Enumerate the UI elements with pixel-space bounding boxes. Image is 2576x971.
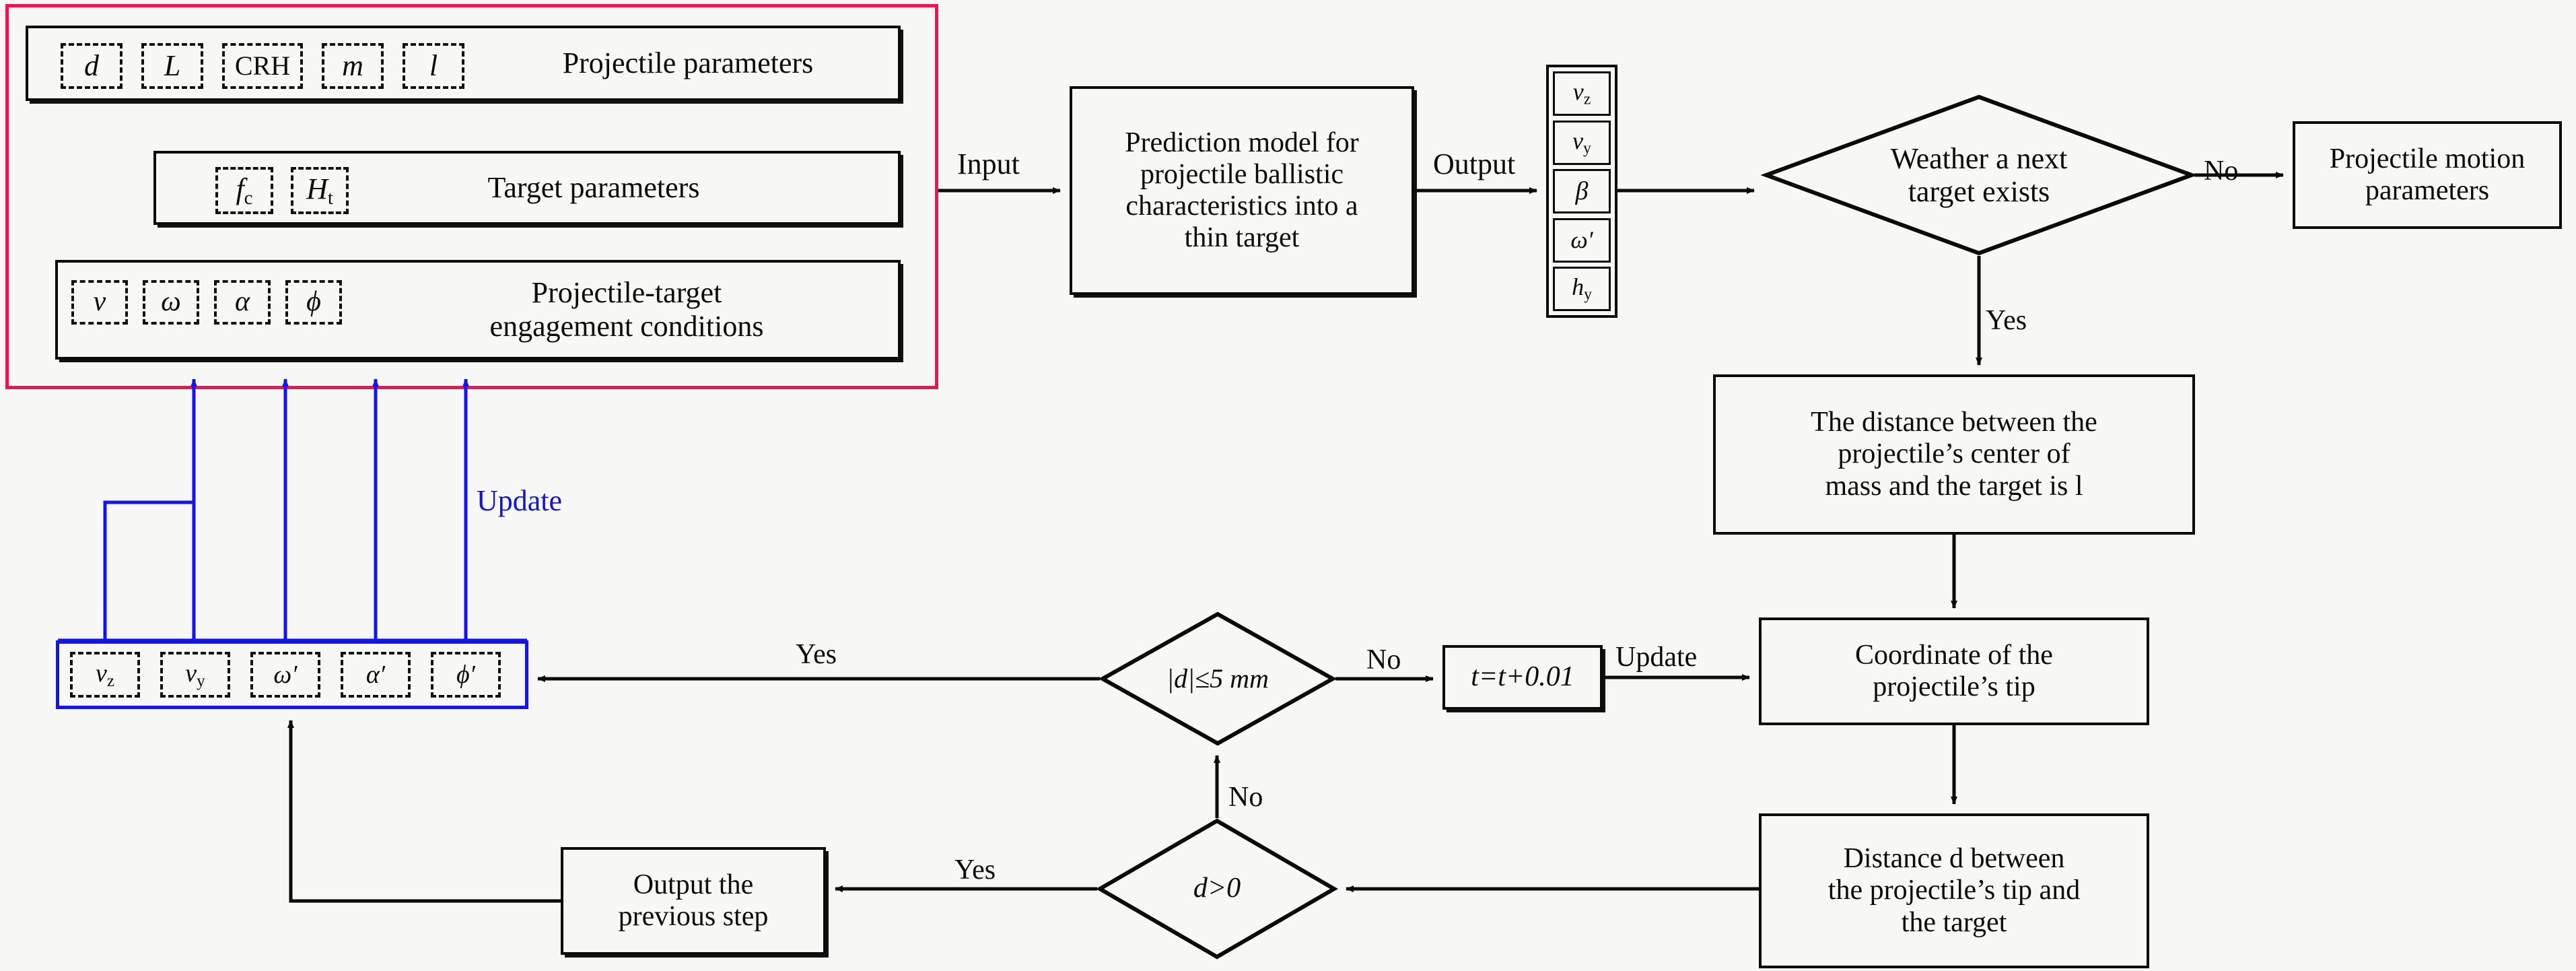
update-var-alpha-prime-label: α′	[365, 661, 386, 689]
output-prev-line1: Output the	[633, 869, 754, 900]
param-l-label: l	[429, 49, 438, 83]
edge-update-vz	[103, 500, 194, 640]
input-group-frame	[5, 4, 938, 389]
prediction-model-box: Prediction model for projectile ballisti…	[1070, 86, 1414, 295]
param-Ht: Ht	[291, 167, 349, 214]
param-l: l	[403, 43, 464, 89]
param-m-label: m	[342, 49, 363, 83]
output-var-vz-label: vz	[1572, 78, 1591, 109]
param-m: m	[322, 43, 384, 89]
output-var-beta-label: β	[1575, 176, 1589, 205]
param-d: d	[61, 43, 123, 89]
param-v-label: v	[93, 286, 106, 318]
engagement-conditions-box: v ω α ϕ Projectile-target engagement con…	[55, 260, 901, 360]
param-omega-label: ω	[161, 286, 181, 318]
param-d-label: d	[84, 49, 99, 83]
distance-center-mass-box: The distance between the projectile’s ce…	[1713, 374, 2195, 535]
decision-next-target: Weather a next target exists	[1760, 94, 2198, 256]
motion-params-line2: parameters	[2365, 175, 2490, 206]
output-previous-step-box: Output the previous step	[561, 847, 826, 955]
param-omega: ω	[143, 280, 199, 325]
update-var-alpha-prime: α′	[341, 652, 411, 698]
param-CRH-label: CRH	[234, 50, 291, 81]
decision-d-positive: d>0	[1096, 818, 1338, 960]
update-var-omega-prime: ω′	[250, 652, 320, 698]
distance-d-line3: the target	[1901, 906, 2007, 938]
updated-variables-frame	[56, 640, 528, 709]
param-alpha-label: α	[234, 286, 250, 318]
distance-d-box: Distance d between the projectile’s tip …	[1759, 813, 2149, 968]
coord-tip-line1: Coordinate of the	[1855, 639, 2053, 671]
projectile-parameters-label: Projectile parameters	[562, 46, 814, 80]
projectile-motion-parameters-box: Projectile motion parameters	[2293, 121, 2562, 229]
edge-output-prev-to-update-group	[287, 720, 561, 903]
output-var-hy: hy	[1553, 267, 1611, 311]
output-variables-stack: vz vy β ω′ hy	[1546, 65, 1617, 318]
update-var-omega-prime-label: ω′	[273, 661, 298, 689]
output-var-hy-label: hy	[1572, 273, 1592, 304]
update-var-vy-label: vy	[185, 659, 205, 690]
update-var-phi-prime: ϕ′	[431, 652, 501, 698]
output-prev-line2: previous step	[618, 901, 769, 932]
decision-next-target-line2: target exists	[1908, 175, 2050, 208]
distance-cm-line2: projectile’s center of	[1838, 438, 2070, 470]
param-fc: fc	[215, 167, 273, 214]
engagement-label-line1: Projectile-target	[531, 275, 722, 309]
engagement-conditions-label: Projectile-target engagement conditions	[361, 263, 893, 357]
d-tolerance-no-bottom-label: No	[1228, 782, 1263, 813]
param-alpha: α	[214, 280, 271, 325]
param-CRH: CRH	[222, 43, 303, 89]
decision-d-tolerance: |d|≤5 mm	[1098, 611, 1337, 746]
coordinate-tip-box: Coordinate of the projectile’s tip	[1759, 617, 2149, 725]
engagement-label-line2: engagement conditions	[489, 310, 764, 343]
next-target-no-label: No	[2204, 156, 2239, 187]
distance-d-line2: the projectile’s tip and	[1827, 875, 2081, 906]
output-edge-label: Output	[1433, 147, 1516, 180]
motion-params-line1: Projectile motion	[2329, 143, 2526, 174]
time-step-update-label: Update	[1615, 642, 1698, 673]
target-parameters-label: Target parameters	[487, 171, 700, 205]
output-var-vy-label: vy	[1572, 127, 1591, 158]
param-v: v	[71, 280, 128, 325]
param-fc-label: fc	[236, 172, 253, 209]
time-step-text: t=t+0.01	[1471, 661, 1574, 693]
prediction-model-line2: projectile ballistic	[1140, 158, 1344, 190]
projectile-parameters-box: d L CRH m l Projectile parameters	[26, 26, 901, 101]
d-positive-yes-label: Yes	[954, 855, 996, 885]
param-phi: ϕ	[285, 280, 342, 325]
output-var-omega-prime-label: ω′	[1570, 226, 1593, 254]
update-group-label: Update	[477, 484, 563, 517]
d-tolerance-yes-label: Yes	[796, 639, 837, 670]
param-Ht-label: Ht	[306, 172, 333, 209]
update-var-vy: vy	[160, 652, 230, 698]
update-var-phi-prime-label: ϕ′	[456, 661, 475, 689]
update-var-vz: vz	[70, 652, 140, 698]
decision-d-tolerance-text: |d|≤5 mm	[1167, 663, 1269, 694]
param-phi-label: ϕ	[306, 286, 321, 318]
distance-cm-line3: mass and the target is l	[1825, 470, 2083, 502]
prediction-model-line1: Prediction model for	[1125, 127, 1359, 158]
output-var-beta: β	[1553, 169, 1611, 213]
output-var-vz: vz	[1553, 71, 1611, 116]
target-parameters-box: fc Ht Target parameters	[153, 151, 901, 225]
decision-d-positive-text: d>0	[1193, 873, 1241, 904]
param-L-label: L	[164, 49, 181, 83]
time-step-box: t=t+0.01	[1442, 645, 1603, 710]
prediction-model-line3: characteristics into a	[1125, 191, 1358, 222]
param-L: L	[141, 43, 203, 89]
decision-next-target-line1: Weather a next	[1890, 141, 2068, 175]
next-target-yes-label: Yes	[1986, 305, 2027, 336]
d-tolerance-no-right-label: No	[1366, 644, 1401, 675]
coord-tip-line2: projectile’s tip	[1873, 671, 2035, 702]
distance-cm-line1: The distance between the	[1811, 407, 2097, 438]
distance-d-line1: Distance d between	[1843, 843, 2065, 875]
output-var-omega-prime: ω′	[1553, 217, 1611, 263]
prediction-model-line4: thin target	[1184, 222, 1300, 254]
input-edge-label: Input	[957, 147, 1020, 180]
output-var-vy: vy	[1553, 120, 1611, 165]
update-var-vz-label: vz	[95, 659, 114, 690]
